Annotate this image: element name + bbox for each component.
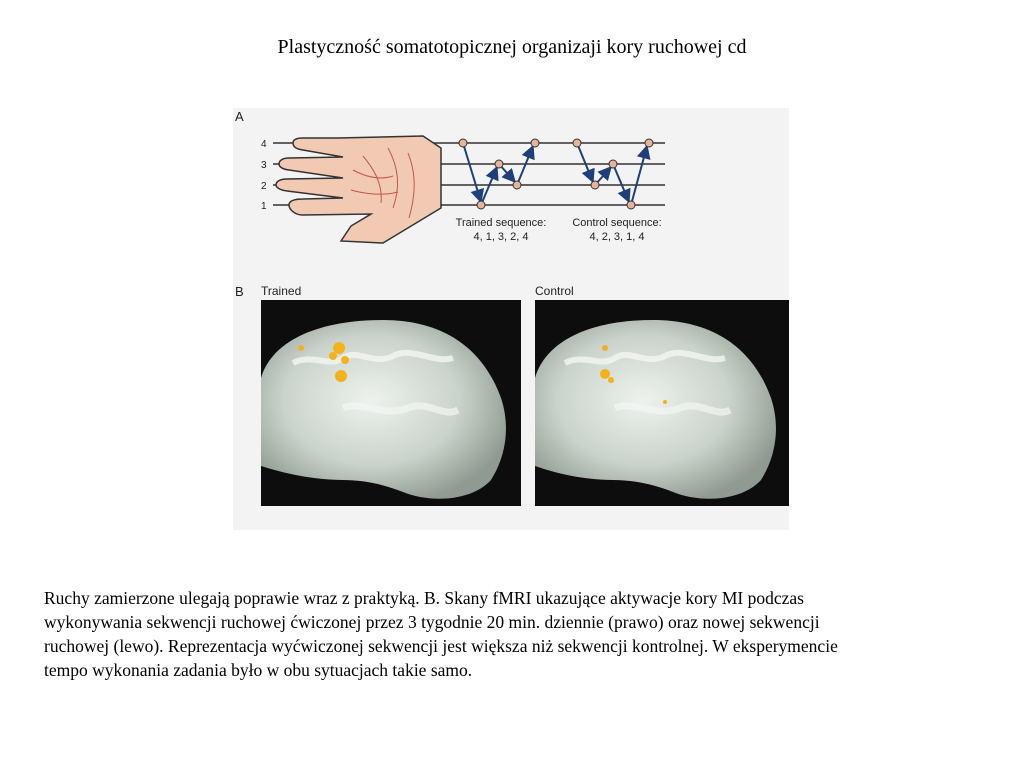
trained-sequence-values: 4, 1, 3, 2, 4 [473,231,528,243]
finger-label-1: 1 [261,201,267,212]
finger-label-3: 3 [261,160,267,171]
control-sequence-label: Control sequence: [572,217,661,229]
figure: A 4 3 2 1 [233,108,789,530]
panel-b-label: B [235,284,244,299]
trained-activation [298,342,349,382]
trained-scan-label: Trained [261,284,301,298]
control-scan-label: Control [535,284,574,298]
slide-caption: Ruchy zamierzone ulegają poprawie wraz z… [44,588,838,680]
control-sequence-diagram [572,138,654,210]
panel-a-label: A [235,109,244,124]
hand-illustration [275,135,442,244]
control-sequence-values: 4, 2, 3, 1, 4 [589,231,644,243]
control-activation [600,345,667,404]
trained-sequence-diagram [458,138,540,210]
control-fmri-scan [535,300,789,506]
trained-fmri-scan [261,300,521,506]
figure-svg: A 4 3 2 1 [235,109,789,506]
finger-label-4: 4 [261,139,267,150]
finger-label-2: 2 [261,181,267,192]
trained-sequence-label: Trained sequence: [456,217,547,229]
slide-title: Plastyczność somatotopicznej organizaji … [277,36,747,58]
